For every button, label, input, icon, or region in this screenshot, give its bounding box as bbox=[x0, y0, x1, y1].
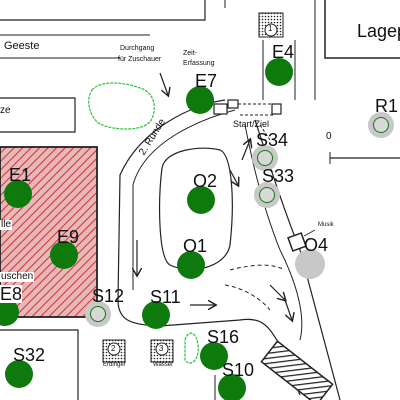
label-ze: ze bbox=[0, 105, 11, 116]
label-wasser: Wasser bbox=[153, 362, 174, 368]
box-number-2: 2 bbox=[111, 344, 116, 353]
pond-outline bbox=[88, 82, 155, 130]
marker-e9[interactable] bbox=[50, 241, 78, 269]
label-musik: Musik bbox=[318, 222, 334, 228]
marker-layer bbox=[0, 58, 394, 400]
music-stage bbox=[287, 232, 307, 252]
building-outline-left bbox=[0, 97, 76, 133]
marker-e7[interactable] bbox=[186, 86, 214, 114]
marker-label-e7: E7 bbox=[195, 71, 218, 91]
label-zeit-1: Zeit- bbox=[183, 50, 197, 57]
label-uschen: uschen bbox=[0, 271, 35, 282]
label-halle: lle bbox=[0, 219, 13, 230]
marker-label-e4: E4 bbox=[272, 42, 295, 62]
marker-label-s12: S12 bbox=[92, 286, 125, 306]
marker-s11[interactable] bbox=[142, 301, 170, 329]
marker-o4[interactable] bbox=[295, 249, 325, 279]
label-durchgang-2: für Zuschauer bbox=[118, 56, 162, 63]
marker-label-s16: S16 bbox=[207, 327, 240, 347]
label-zero: 0 bbox=[326, 131, 332, 142]
marker-label-o1: O1 bbox=[183, 236, 208, 256]
inner-island bbox=[159, 147, 233, 271]
marker-label-e1: E1 bbox=[9, 165, 32, 185]
marker-label-o2: O2 bbox=[193, 171, 218, 191]
marker-s32[interactable] bbox=[5, 360, 33, 388]
label-durchgang-1: Durchgang bbox=[120, 45, 155, 52]
label-geeste: Geeste bbox=[4, 40, 40, 52]
lageplan-frame bbox=[324, 0, 400, 59]
marker-r1[interactable] bbox=[368, 112, 394, 138]
marker-e1[interactable] bbox=[4, 180, 32, 208]
marker-label-s11: S11 bbox=[150, 287, 181, 307]
marker-label-s10: S10 bbox=[222, 360, 255, 380]
marker-e8[interactable] bbox=[0, 298, 19, 326]
marker-o1[interactable] bbox=[177, 251, 205, 279]
marker-s12[interactable] bbox=[85, 301, 111, 327]
marker-label-s33: S33 bbox=[262, 166, 295, 186]
label-zeit-2: Erfassung bbox=[183, 60, 215, 67]
marker-s16[interactable] bbox=[200, 342, 228, 370]
marker-o2[interactable] bbox=[187, 186, 215, 214]
label-lageplan: Lagep bbox=[357, 21, 400, 41]
marker-s34[interactable] bbox=[252, 145, 278, 171]
marker-label-e9: E9 bbox=[57, 227, 80, 247]
marker-label-r1: R1 bbox=[375, 96, 399, 116]
outer-track bbox=[117, 99, 301, 396]
marker-s10[interactable] bbox=[218, 374, 246, 400]
marker-label-e8: E8 bbox=[0, 284, 23, 304]
marker-label-s34: S34 bbox=[256, 130, 289, 150]
marker-e4[interactable] bbox=[265, 58, 293, 86]
marker-s33[interactable] bbox=[254, 182, 280, 208]
box-number-3: 3 bbox=[159, 344, 164, 353]
label-erdinger: Erdinger bbox=[103, 362, 126, 368]
striped-vehicle bbox=[260, 340, 334, 400]
timing-gate bbox=[213, 103, 228, 115]
marker-label-s32: S32 bbox=[13, 345, 46, 365]
label-start-ziel: Start/Ziel bbox=[233, 119, 270, 129]
building-outline-top bbox=[0, 0, 206, 21]
marker-label-o4: O4 bbox=[304, 235, 329, 255]
box-number-1: 1 bbox=[268, 24, 273, 33]
